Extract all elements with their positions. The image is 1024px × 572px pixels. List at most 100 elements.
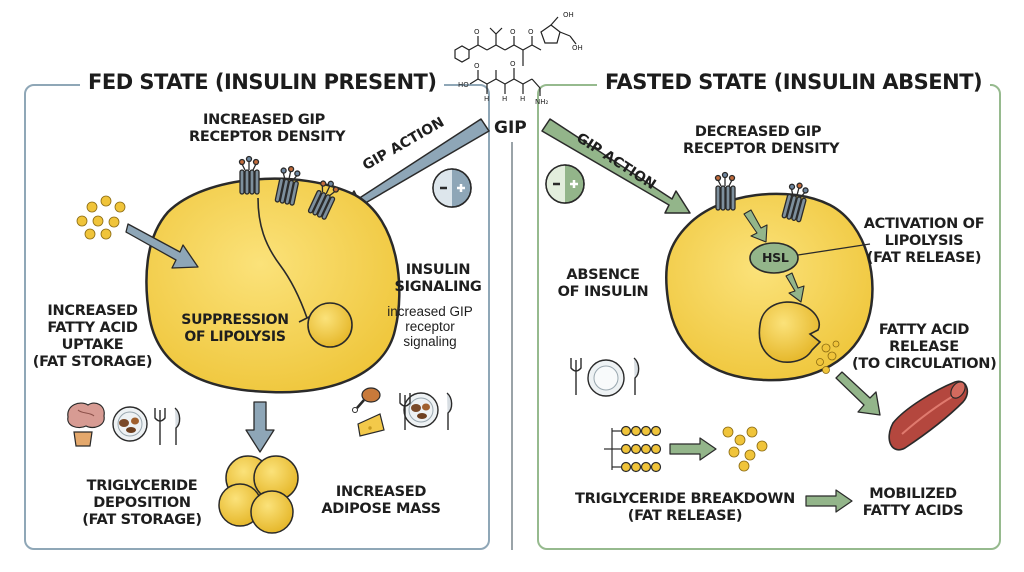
breakdown-arrow bbox=[669, 437, 717, 461]
gip-label: GIP bbox=[494, 118, 527, 138]
label-line: (TO CIRCULATION) bbox=[852, 356, 997, 372]
mobilized-fatty-acids-label: MOBILIZED FATTY ACIDS bbox=[858, 486, 968, 520]
label-line: INCREASED GIP bbox=[203, 112, 325, 128]
lipid-droplet bbox=[307, 302, 353, 348]
cup-icon bbox=[73, 431, 93, 447]
fasted-adipocyte-cell bbox=[664, 192, 874, 382]
gip-molecule-icon bbox=[454, 16, 577, 96]
drumstick-icon bbox=[352, 387, 381, 413]
knife-icon bbox=[446, 392, 453, 430]
insulin-signaling-label: INSULIN SIGNALING bbox=[388, 262, 488, 296]
triglyceride-cluster-icon bbox=[218, 455, 299, 534]
fork-icon bbox=[399, 393, 411, 430]
center-divider bbox=[511, 142, 513, 550]
mobilization-arrow bbox=[805, 489, 853, 513]
fatty-acid-icon bbox=[816, 340, 840, 374]
label-line: MOBILIZED bbox=[869, 486, 957, 502]
suppression-of-lipolysis-label: SUPPRESSION OF LIPOLYSIS bbox=[170, 312, 300, 346]
fork-icon bbox=[570, 358, 582, 395]
label-line: LIPOLYSIS bbox=[884, 233, 964, 249]
molecule-atom: O bbox=[474, 62, 480, 70]
molecule-atom: O bbox=[510, 28, 516, 36]
gip-receptor-icon bbox=[307, 180, 340, 220]
gip-receptor-icon bbox=[274, 165, 301, 206]
label-line: FATTY ACID bbox=[47, 320, 138, 336]
activation-of-lipolysis-label: ACTIVATION OF LIPOLYSIS (FAT RELEASE) bbox=[862, 216, 986, 267]
molecule-atom: HO bbox=[458, 81, 469, 89]
label-line: (FAT STORAGE) bbox=[82, 512, 202, 528]
triglyceride-breakdown-label: TRIGLYCERIDE BREAKDOWN (FAT RELEASE) bbox=[574, 491, 796, 525]
molecule-atom: O bbox=[510, 60, 516, 68]
label-line: RECEPTOR DENSITY bbox=[189, 129, 346, 145]
hsl-enzyme bbox=[749, 242, 799, 274]
label-line: OF INSULIN bbox=[557, 284, 649, 300]
gip-receptor-icon bbox=[714, 171, 736, 211]
label-line: (FAT STORAGE) bbox=[32, 354, 153, 370]
gip-receptor-icon bbox=[781, 182, 809, 223]
release-arrow bbox=[835, 371, 881, 416]
label-line: INCREASED bbox=[47, 303, 138, 319]
plus-minus-icon bbox=[432, 168, 472, 208]
gip-receptor-icon bbox=[238, 155, 260, 195]
knife-icon bbox=[174, 407, 181, 445]
decreased-gip-receptor-density-label: DECREASED GIP RECEPTOR DENSITY bbox=[683, 124, 839, 158]
label-line: increased GIP bbox=[387, 304, 473, 319]
label-line: FATTY ACID bbox=[878, 322, 970, 338]
brain-food-icon bbox=[67, 402, 105, 429]
label-line: DEPOSITION bbox=[93, 495, 191, 511]
label-line: TRIGLYCERIDE BREAKDOWN bbox=[575, 491, 795, 507]
label-line: OF LIPOLYSIS bbox=[184, 329, 286, 345]
gip-action-arrow-fasted bbox=[541, 118, 691, 214]
label-line: receptor bbox=[405, 319, 455, 334]
deposition-arrow bbox=[245, 401, 275, 453]
blood-vessel-icon bbox=[888, 380, 969, 451]
fed-state-title: FED STATE (INSULIN PRESENT) bbox=[80, 70, 445, 94]
label-line: SIGNALING bbox=[394, 279, 482, 295]
plate-icon bbox=[403, 392, 439, 428]
molecule-atom: H bbox=[520, 95, 525, 103]
free-fatty-acids-icon bbox=[722, 426, 768, 472]
signal-arrow bbox=[743, 209, 768, 243]
knife-icon bbox=[633, 357, 640, 395]
label-line: INSULIN bbox=[405, 262, 471, 278]
label-line: UPTAKE bbox=[61, 337, 124, 353]
fasted-state-title: FASTED STATE (INSULIN ABSENT) bbox=[597, 70, 991, 94]
label-line: (FAT RELEASE) bbox=[627, 508, 743, 524]
label-line: DECREASED GIP bbox=[694, 124, 822, 140]
molecule-atom: O bbox=[474, 28, 480, 36]
hsl-label: HSL bbox=[762, 250, 789, 265]
label-line: FATTY ACIDS bbox=[862, 503, 964, 519]
insulin-signaling-sublabel: increased GIP receptor signaling bbox=[375, 304, 485, 349]
increased-gip-receptor-density-label: INCREASED GIP RECEPTOR DENSITY bbox=[189, 112, 346, 146]
increased-fatty-acid-uptake-label: INCREASED FATTY ACID UPTAKE (FAT STORAGE… bbox=[30, 303, 155, 371]
label-line: signaling bbox=[403, 334, 457, 349]
triglyceride-deposition-label: TRIGLYCERIDE DEPOSITION (FAT STORAGE) bbox=[82, 478, 202, 529]
fatty-acid-icon bbox=[76, 195, 126, 240]
molecule-atom: OH bbox=[572, 44, 583, 52]
fatty-acid-release-label: FATTY ACID RELEASE (TO CIRCULATION) bbox=[852, 322, 997, 373]
label-line: RELEASE bbox=[889, 339, 959, 355]
label-line: SUPPRESSION bbox=[181, 312, 289, 328]
absence-of-insulin-label: ABSENCE OF INSULIN bbox=[553, 267, 653, 301]
molecule-atom: O bbox=[528, 28, 534, 36]
label-line: ADIPOSE MASS bbox=[321, 501, 441, 517]
empty-plate-icon bbox=[587, 359, 625, 397]
plate-icon bbox=[112, 406, 148, 442]
uptake-arrow bbox=[125, 223, 199, 269]
cheese-icon bbox=[357, 413, 385, 437]
molecule-atom: OH bbox=[563, 11, 574, 19]
molecule-atom: H bbox=[484, 95, 489, 103]
molecule-atom: NH₂ bbox=[535, 98, 549, 106]
label-line: ACTIVATION OF bbox=[863, 216, 985, 232]
plus-minus-icon bbox=[545, 164, 585, 204]
label-line: ABSENCE bbox=[566, 267, 640, 283]
hsl-to-droplet-arrow bbox=[785, 272, 805, 303]
fork-icon bbox=[154, 408, 166, 445]
fed-adipocyte-cell bbox=[145, 177, 401, 394]
increased-adipose-mass-label: INCREASED ADIPOSE MASS bbox=[316, 484, 446, 518]
label-line: (FAT RELEASE) bbox=[866, 250, 982, 266]
triglyceride-molecule-icon bbox=[604, 425, 662, 473]
label-line: TRIGLYCERIDE bbox=[86, 478, 198, 494]
